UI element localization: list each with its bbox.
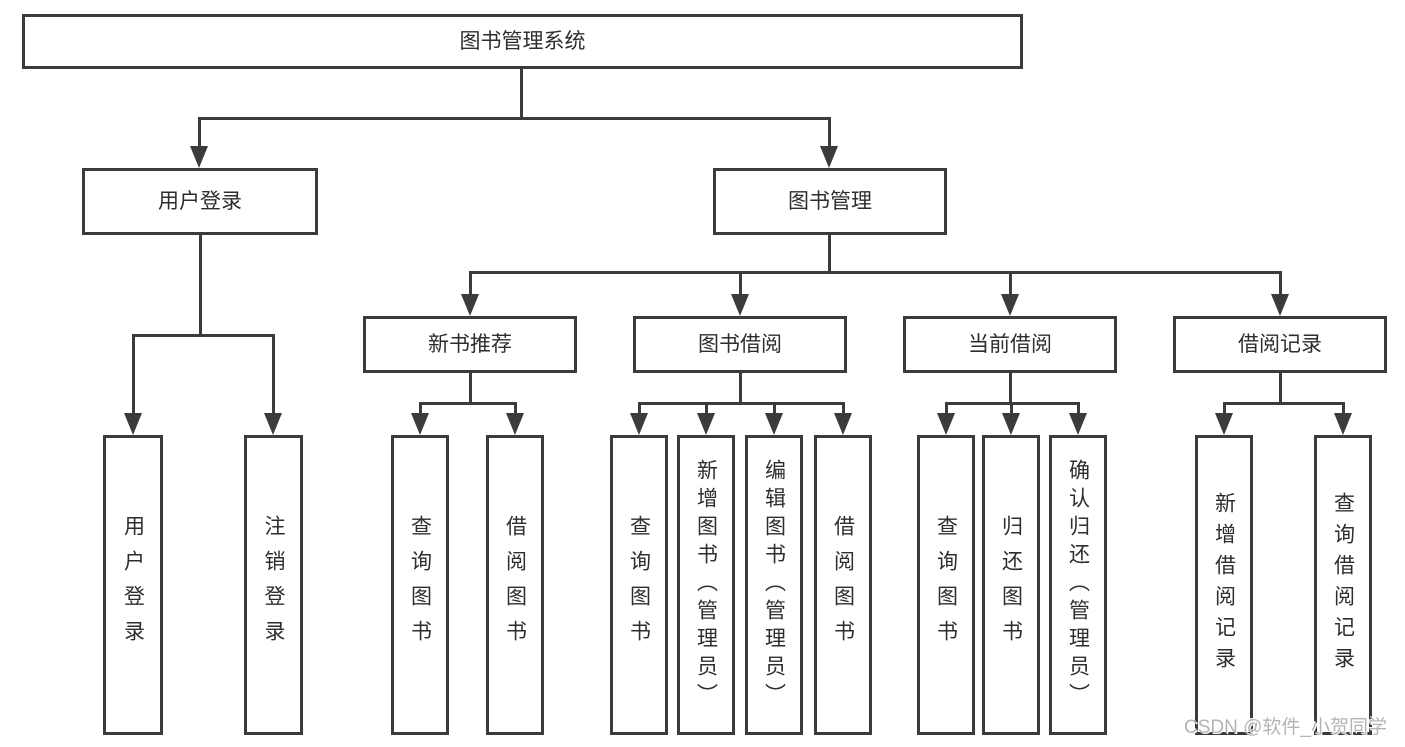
node-new-book-recommendation: 新书推荐 — [363, 316, 577, 373]
node-current-borrowing: 当前借阅 — [903, 316, 1117, 373]
connector-line — [419, 402, 422, 418]
arrow-down-icon — [1271, 294, 1289, 316]
leaf-borrow-books-2: 借阅图书 — [814, 435, 872, 735]
connector-line — [1342, 402, 1345, 418]
connector-line — [469, 373, 472, 404]
connector-line — [520, 69, 523, 119]
arrow-down-icon — [264, 413, 282, 435]
connector-line — [739, 271, 742, 298]
connector-line — [419, 402, 517, 405]
arrow-down-icon — [411, 413, 429, 435]
node-book-borrowing: 图书借阅 — [633, 316, 847, 373]
connector-line — [132, 334, 135, 417]
node-book-management: 图书管理 — [713, 168, 947, 235]
node-library-system: 图书管理系统 — [22, 14, 1023, 69]
connector-line — [198, 117, 830, 120]
arrow-down-icon — [461, 294, 479, 316]
leaf-add-book-admin: 新增图书（管理员） — [677, 435, 735, 735]
leaf-borrow-books-1: 借阅图书 — [486, 435, 544, 735]
connector-line — [1077, 402, 1080, 418]
leaf-logout: 注销登录 — [244, 435, 303, 735]
arrow-down-icon — [765, 413, 783, 435]
connector-line — [828, 235, 831, 274]
arrow-down-icon — [1334, 413, 1352, 435]
connector-line — [132, 334, 274, 337]
arrow-down-icon — [1215, 413, 1233, 435]
arrow-down-icon — [731, 294, 749, 316]
connector-line — [199, 235, 202, 337]
leaf-query-borrow-record: 查询借阅记录 — [1314, 435, 1372, 735]
arrow-down-icon — [1002, 413, 1020, 435]
leaf-add-borrow-record: 新增借阅记录 — [1195, 435, 1253, 735]
leaf-query-books-1: 查询图书 — [391, 435, 449, 735]
connector-line — [705, 402, 708, 418]
connector-line — [638, 402, 641, 418]
leaf-edit-book-admin: 编辑图书（管理员） — [745, 435, 803, 735]
arrow-down-icon — [506, 413, 524, 435]
connector-line — [638, 402, 845, 405]
arrow-down-icon — [820, 146, 838, 168]
node-user-login: 用户登录 — [82, 168, 318, 235]
leaf-query-books-3: 查询图书 — [917, 435, 975, 735]
connector-line — [842, 402, 845, 418]
connector-line — [1223, 402, 1345, 405]
connector-line — [469, 271, 472, 298]
connector-line — [272, 334, 275, 417]
arrow-down-icon — [1069, 413, 1087, 435]
leaf-query-books-2: 查询图书 — [610, 435, 668, 735]
connector-line — [1009, 373, 1012, 404]
connector-line — [828, 117, 831, 150]
arrow-down-icon — [124, 413, 142, 435]
arrow-down-icon — [834, 413, 852, 435]
connector-line — [198, 117, 201, 150]
connector-line — [1279, 271, 1282, 298]
connector-line — [1010, 402, 1013, 418]
arrow-down-icon — [1001, 294, 1019, 316]
connector-line — [739, 373, 742, 404]
connector-line — [1279, 373, 1282, 404]
arrow-down-icon — [937, 413, 955, 435]
arrow-down-icon — [190, 146, 208, 168]
node-borrowing-records: 借阅记录 — [1173, 316, 1387, 373]
arrow-down-icon — [630, 413, 648, 435]
watermark-text: CSDN @软件_小贺同学 — [1184, 717, 1387, 738]
connector-line — [945, 402, 948, 418]
connector-line — [773, 402, 776, 418]
arrow-down-icon — [697, 413, 715, 435]
connector-line — [1223, 402, 1226, 418]
leaf-user-login: 用户登录 — [103, 435, 163, 735]
connector-line — [514, 402, 517, 418]
connector-line — [469, 271, 1282, 274]
leaf-return-book: 归还图书 — [982, 435, 1040, 735]
leaf-confirm-return-admin: 确认归还（管理员） — [1049, 435, 1107, 735]
connector-line — [1009, 271, 1012, 298]
